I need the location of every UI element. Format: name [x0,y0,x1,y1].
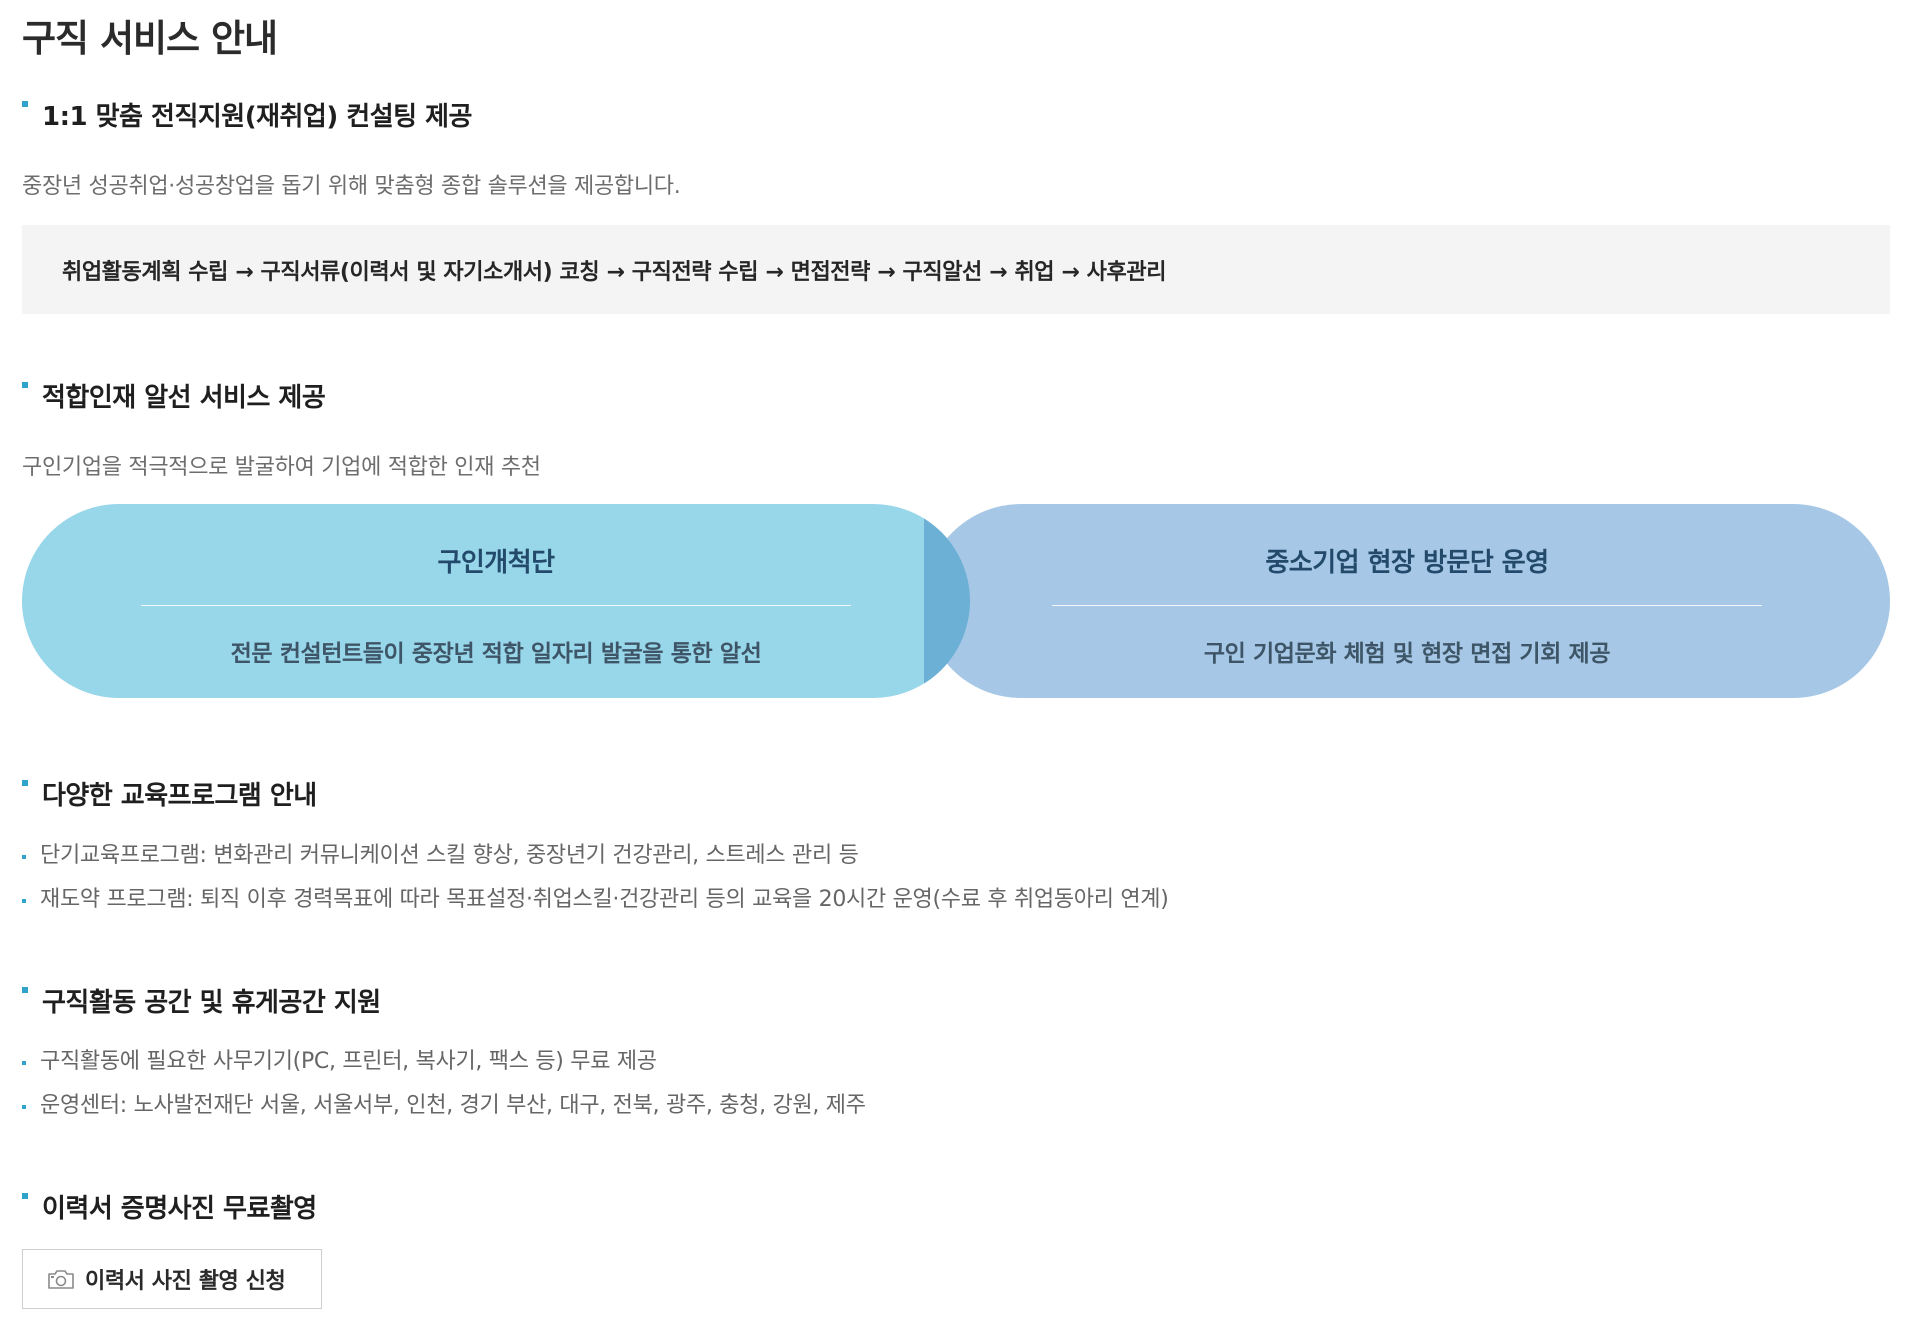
section-title-text: 구직활동 공간 및 휴게공간 지원 [42,988,381,1018]
section-title-education: 다양한 교육프로그램 안내 [22,775,317,812]
list-bullet-icon [22,855,26,859]
venn-left-content: 구인개척단 전문 컨설턴트들이 중장년 적합 일자리 발굴을 통한 알선 [22,504,970,698]
venn-right-description: 구인 기업문화 체험 및 현장 면접 기회 제공 [1203,641,1611,667]
section-title-text: 이력서 증명사진 무료촬영 [42,1194,317,1224]
list-item: 구직활동에 필요한 사무기기(PC, 프린터, 복사기, 팩스 등) 무료 제공 [22,1040,866,1084]
education-list: 단기교육프로그램: 변화관리 커뮤니케이션 스킬 향상, 중장년기 건강관리, … [22,834,1169,922]
venn-left-pill [22,504,970,698]
section-bullet-icon [22,1193,28,1199]
venn-left-title: 구인개척단 [437,548,555,578]
list-item-text: 재도약 프로그램: 퇴직 이후 경력목표에 따라 목표설정·취업스킬·건강관리 … [40,887,1169,912]
camera-icon [48,1270,74,1289]
section-title-text: 다양한 교육프로그램 안내 [42,781,317,811]
list-item: 재도약 프로그램: 퇴직 이후 경력목표에 따라 목표설정·취업스킬·건강관리 … [22,878,1169,922]
venn-right-divider [1052,605,1762,606]
consulting-description: 중장년 성공취업·성공창업을 돕기 위해 맞춤형 종합 솔루션을 제공합니다. [22,174,681,199]
section-bullet-icon [22,780,28,786]
list-item-text: 구직활동에 필요한 사무기기(PC, 프린터, 복사기, 팩스 등) 무료 제공 [40,1049,657,1074]
list-item-text: 운영센터: 노사발전재단 서울, 서울서부, 인천, 경기 부산, 대구, 전북… [40,1093,866,1118]
consulting-flow-text: 취업활동계획 수립 → 구직서류(이력서 및 자기소개서) 코칭 → 구직전략 … [62,259,1167,285]
page-title: 구직 서비스 안내 [22,17,278,60]
venn-right-content: 중소기업 현장 방문단 운영 구인 기업문화 체험 및 현장 면접 기회 제공 [924,504,1890,698]
list-item-text: 단기교육프로그램: 변화관리 커뮤니케이션 스킬 향상, 중장년기 건강관리, … [40,843,859,868]
venn-right-title: 중소기업 현장 방문단 운영 [1265,548,1549,578]
section-bullet-icon [22,101,28,107]
space-list: 구직활동에 필요한 사무기기(PC, 프린터, 복사기, 팩스 등) 무료 제공… [22,1040,866,1128]
section-title-text: 적합인재 알선 서비스 제공 [42,383,326,413]
section-title-matching: 적합인재 알선 서비스 제공 [22,377,326,414]
list-item: 운영센터: 노사발전재단 서울, 서울서부, 인천, 경기 부산, 대구, 전북… [22,1084,866,1128]
matching-description: 구인기업을 적극적으로 발굴하여 기업에 적합한 인재 추천 [22,455,541,480]
section-title-photo: 이력서 증명사진 무료촬영 [22,1188,317,1225]
venn-overlap [924,504,970,698]
venn-left-description: 전문 컨설턴트들이 중장년 적합 일자리 발굴을 통한 알선 [230,641,762,667]
section-bullet-icon [22,987,28,993]
venn-right-pill [924,504,1890,698]
list-item: 단기교육프로그램: 변화관리 커뮤니케이션 스킬 향상, 중장년기 건강관리, … [22,834,1169,878]
consulting-flow-box: 취업활동계획 수립 → 구직서류(이력서 및 자기소개서) 코칭 → 구직전략 … [22,225,1890,314]
list-bullet-icon [22,899,26,903]
section-title-consulting: 1:1 맞춤 전직지원(재취업) 컨설팅 제공 [22,96,472,133]
section-bullet-icon [22,382,28,388]
list-bullet-icon [22,1061,26,1065]
venn-left-divider [141,605,851,606]
section-title-space: 구직활동 공간 및 휴게공간 지원 [22,982,381,1019]
matching-venn-diagram: 구인개척단 전문 컨설턴트들이 중장년 적합 일자리 발굴을 통한 알선 중소기… [22,504,1890,698]
photo-request-button[interactable]: 이력서 사진 촬영 신청 [22,1249,322,1309]
list-bullet-icon [22,1105,26,1109]
photo-request-button-label: 이력서 사진 촬영 신청 [85,1269,286,1294]
section-title-text: 1:1 맞춤 전직지원(재취업) 컨설팅 제공 [42,102,472,132]
